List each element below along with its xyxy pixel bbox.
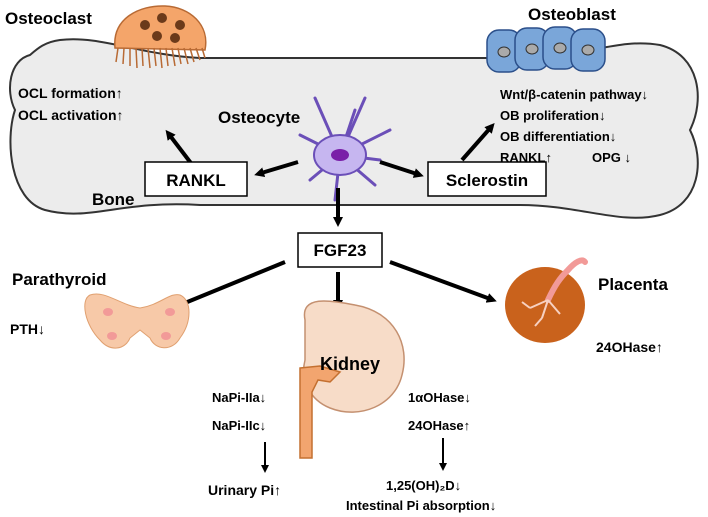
ocl-formation-text: OCL formation↑ xyxy=(18,85,123,101)
osteoclast-cell xyxy=(114,5,207,69)
ocl-activation-text: OCL activation↑ xyxy=(18,107,124,123)
pth-text: PTH↓ xyxy=(10,321,45,337)
ob-differentiation-text: OB differentiation↓ xyxy=(500,129,616,144)
arrow-fgf23-to-parathyroid xyxy=(176,260,286,308)
kidney-label: Kidney xyxy=(320,354,380,374)
sclerostin-box-label: Sclerostin xyxy=(446,171,528,190)
opg-down-text: OPG ↓ xyxy=(592,150,631,165)
placenta-organ xyxy=(505,257,588,343)
urinary-pi-text: Urinary Pi↑ xyxy=(208,482,281,498)
rankl-box-label: RANKL xyxy=(166,171,226,190)
ob-proliferation-text: OB proliferation↓ xyxy=(500,108,605,123)
osteocyte-nucleus xyxy=(331,149,349,161)
placenta-24ohase-text: 24OHase↑ xyxy=(596,339,663,355)
osteoclast-label: Osteoclast xyxy=(5,9,92,28)
arrow-fgf23-to-placenta xyxy=(389,260,497,303)
parathyroid-label: Parathyroid xyxy=(12,270,106,289)
kidney-organ xyxy=(299,300,405,459)
arrow-sclerostin-to-ob xyxy=(460,123,495,162)
1a-ohase-text: 1αOHase↓ xyxy=(408,390,471,405)
napi-iic-text: NaPi-IIc↓ xyxy=(212,418,266,433)
fgf23-box xyxy=(297,232,383,268)
fgf23-label: FGF23 xyxy=(314,241,367,260)
bone-label: Bone xyxy=(92,190,135,209)
intestinal-pi-text: Intestinal Pi absorption↓ xyxy=(346,498,496,513)
osteoblast-label: Osteoblast xyxy=(528,5,616,24)
arrow-osteocyte-to-rankl xyxy=(254,160,299,178)
rankl-box xyxy=(144,161,248,197)
wnt-pathway-text: Wnt/β-catenin pathway↓ xyxy=(500,87,648,102)
vitd-text: 1,25(OH)₂D↓ xyxy=(386,478,461,493)
rankl-up-text: RANKL↑ xyxy=(500,150,552,165)
napi-iia-text: NaPi-IIa↓ xyxy=(212,390,266,405)
arrow-osteocyte-to-sclerostin xyxy=(379,160,424,178)
placenta-label: Placenta xyxy=(598,275,668,294)
sclerostin-box xyxy=(427,161,547,197)
osteocyte-label: Osteocyte xyxy=(218,108,300,127)
kidney-24ohase-text: 24OHase↑ xyxy=(408,418,470,433)
parathyroid-gland xyxy=(84,293,190,349)
osteoblast-cells xyxy=(486,26,606,73)
